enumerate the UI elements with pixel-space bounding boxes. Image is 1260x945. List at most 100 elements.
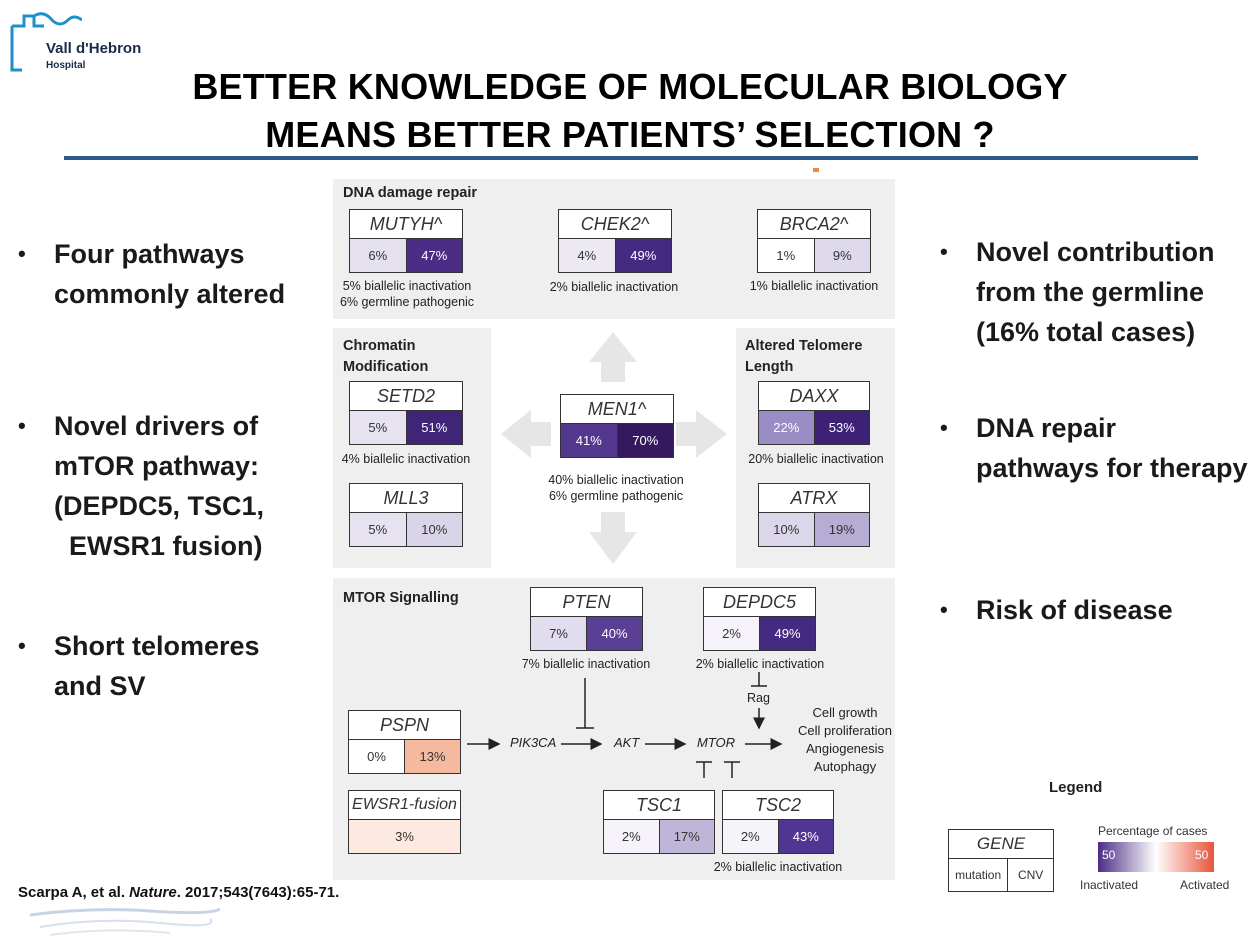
mtor-pathway-arrows-icon: [467, 672, 783, 778]
cnv-cell: 40%: [586, 617, 642, 650]
mutation-cell: 5%: [350, 513, 406, 546]
pathway-outcomes: Cell growth Cell proliferation Angiogene…: [798, 705, 892, 774]
legend-cnv-label: CNV: [1007, 859, 1053, 891]
gene-name: SETD2: [350, 382, 462, 411]
logo-name: Vall d'Hebron: [46, 40, 142, 57]
gene-box-mutyh: MUTYH^ 6%47%: [349, 209, 463, 273]
citation: Scarpa A, et al. Nature. 2017;543(7643):…: [18, 884, 339, 901]
pathway-node-rag: Rag: [747, 691, 770, 705]
gene-box-pspn: PSPN 0%13%: [348, 710, 461, 774]
mutation-cell: 41%: [561, 424, 617, 457]
mutation-cell: 7%: [531, 617, 586, 650]
right-bullet: • Risk of disease: [940, 590, 1173, 630]
cnv-cell: 13%: [404, 740, 460, 773]
legend-mutation-label: mutation: [955, 868, 1002, 882]
note-pten: 7% biallelic inactivation: [521, 657, 651, 671]
gene-box-men1: MEN1^ 41%70%: [560, 394, 674, 458]
bullet-icon: •: [940, 415, 948, 440]
legend-scale-title: Percentage of cases: [1098, 824, 1208, 838]
pathway-node-akt: AKT: [614, 735, 640, 750]
note-setd2: 4% biallelic inactivation: [341, 452, 471, 466]
legend-left-value: 50: [1102, 848, 1116, 862]
footer-decoration-icon: [30, 907, 220, 936]
pathway-node-pik3ca: PIK3CA: [510, 735, 557, 750]
bullet-icon: •: [940, 239, 948, 264]
gene-name: CHEK2^: [559, 210, 671, 239]
legend-inactivated-label: Inactivated: [1080, 878, 1139, 892]
left-bullet: • Novel drivers of mTOR pathway: (DEPDC5…: [18, 406, 264, 566]
cnv-cell: 9%: [813, 239, 870, 272]
page-title-line-2: MEANS BETTER PATIENTS’ SELECTION ?: [265, 114, 995, 155]
fusion-cell: 3%: [349, 820, 460, 853]
gene-name: ATRX: [759, 484, 869, 513]
gene-box-tsc2: TSC2 2%43%: [722, 790, 834, 854]
bullet-text: Novel drivers of mTOR pathway: (DEPDC5, …: [54, 411, 265, 561]
gene-box-tsc1: TSC1 2%17%: [603, 790, 715, 854]
title-divider: [64, 156, 1198, 160]
cnv-cell: 49%: [614, 239, 671, 272]
bullet-text: Risk of disease: [976, 595, 1173, 625]
gene-name: TSC2: [723, 791, 833, 820]
gene-name: TSC1: [604, 791, 714, 820]
legend-activated-label: Activated: [1180, 878, 1230, 892]
mutation-cell: 2%: [723, 820, 778, 853]
pathway-node-mtor: MTOR: [697, 735, 736, 750]
gene-box-daxx: DAXX 22%53%: [758, 381, 870, 445]
bullet-text: DNA repair pathways for therapy: [976, 413, 1248, 483]
pathway-arrows-icon: [501, 332, 727, 564]
cnv-cell: 43%: [777, 820, 833, 853]
note-men1: 40% biallelic inactivation 6% germline p…: [548, 473, 684, 503]
gene-box-setd2: SETD2 5%51%: [349, 381, 463, 445]
legend-title: Legend: [1049, 779, 1103, 796]
cnv-cell: 19%: [813, 513, 869, 546]
gene-name: MUTYH^: [350, 210, 462, 239]
cnv-cell: 17%: [658, 820, 714, 853]
gene-name: PTEN: [531, 588, 642, 617]
mutation-cell: 1%: [758, 239, 814, 272]
gene-box-atrx: ATRX 10%19%: [758, 483, 870, 547]
cnv-cell: 70%: [616, 424, 673, 457]
bullet-text: Novel contribution from the germline (16…: [976, 237, 1215, 347]
cnv-cell: 10%: [405, 513, 462, 546]
citation-journal: Nature: [129, 884, 177, 901]
legend-gene-box: GENE mutation CNV: [948, 829, 1054, 892]
legend-color-scale: [1098, 842, 1214, 872]
citation-details: . 2017;543(7643):65-71.: [176, 884, 340, 901]
hospital-logo-icon: [10, 12, 82, 72]
mutation-cell: 2%: [604, 820, 659, 853]
gene-box-depdc5: DEPDC5 2%49%: [703, 587, 816, 651]
note-brca2: 1% biallelic inactivation: [749, 279, 879, 293]
left-bullet: • Short telomeres and SV: [18, 626, 260, 706]
cnv-cell: 53%: [813, 411, 869, 444]
legend-gene-label: GENE: [949, 830, 1053, 859]
section-title-telomere: Altered Telomere Length: [745, 338, 863, 375]
section-title-chromatin: Chromatin Modification: [343, 338, 429, 375]
mutation-cell: 10%: [759, 513, 814, 546]
cnv-cell: 51%: [405, 411, 462, 444]
gene-name: BRCA2^: [758, 210, 870, 239]
gene-box-mll3: MLL3 5%10%: [349, 483, 463, 547]
gene-name: MEN1^: [561, 395, 673, 424]
bullet-icon: •: [940, 597, 948, 622]
mutation-cell: 0%: [349, 740, 404, 773]
accent-mark: [813, 168, 819, 172]
mutation-cell: 2%: [704, 617, 759, 650]
bullet-text: Four pathways commonly altered: [54, 239, 286, 309]
note-depdc5: 2% biallelic inactivation: [695, 657, 825, 671]
gene-box-brca2: BRCA2^ 1%9%: [757, 209, 871, 273]
section-title-mtor: MTOR Signalling: [343, 590, 459, 606]
mutation-cell: 22%: [759, 411, 814, 444]
gene-box-chek2: CHEK2^ 4%49%: [558, 209, 672, 273]
cnv-cell: 47%: [405, 239, 462, 272]
bullet-icon: •: [18, 633, 26, 658]
gene-box-pten: PTEN 7%40%: [530, 587, 643, 651]
bullet-icon: •: [18, 413, 26, 438]
bullet-text: Short telomeres and SV: [54, 631, 260, 701]
section-title-dna-repair: DNA damage repair: [343, 185, 478, 201]
gene-name: DEPDC5: [704, 588, 815, 617]
note-daxx: 20% biallelic inactivation: [748, 452, 884, 466]
gene-name: MLL3: [350, 484, 462, 513]
mutation-cell: 4%: [559, 239, 615, 272]
note-mutyh: 5% biallelic inactivation 6% germline pa…: [339, 279, 475, 309]
mutation-cell: 5%: [350, 411, 406, 444]
